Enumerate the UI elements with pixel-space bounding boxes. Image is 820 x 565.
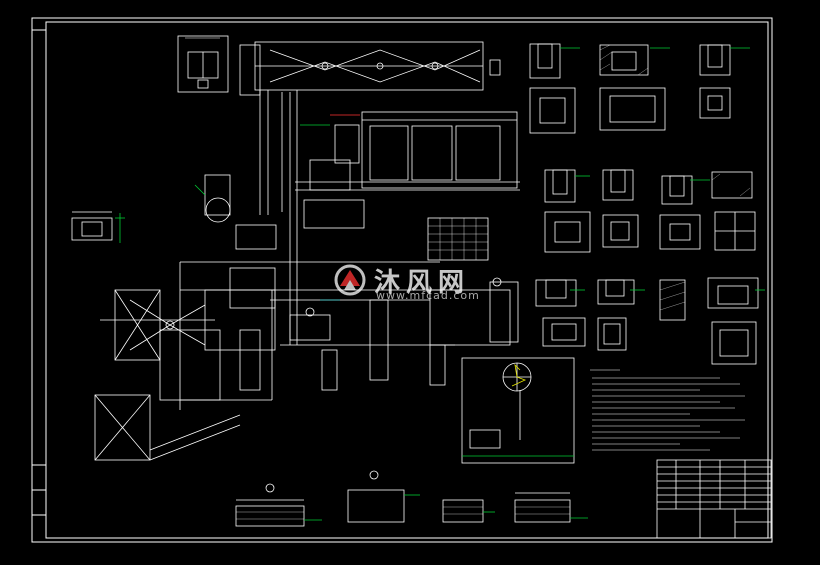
detail-left-section [71, 211, 125, 243]
detail-grid-right [529, 43, 759, 365]
bottom-markers [304, 494, 588, 521]
sheet-border [31, 17, 773, 543]
detail-top-left [177, 35, 229, 93]
watermark-brand: 沐风网 [374, 268, 471, 298]
general-notes [590, 369, 745, 451]
site-plan [94, 41, 575, 464]
bottom-hatching [236, 506, 570, 520]
mfcad-logo [334, 264, 366, 296]
title-block [656, 459, 772, 539]
plan-annotations [194, 114, 574, 457]
watermark-url: www.mfcad.com [376, 289, 480, 302]
detail-hatching [599, 44, 751, 311]
level-markers [560, 47, 765, 291]
bottom-sections [235, 470, 571, 527]
